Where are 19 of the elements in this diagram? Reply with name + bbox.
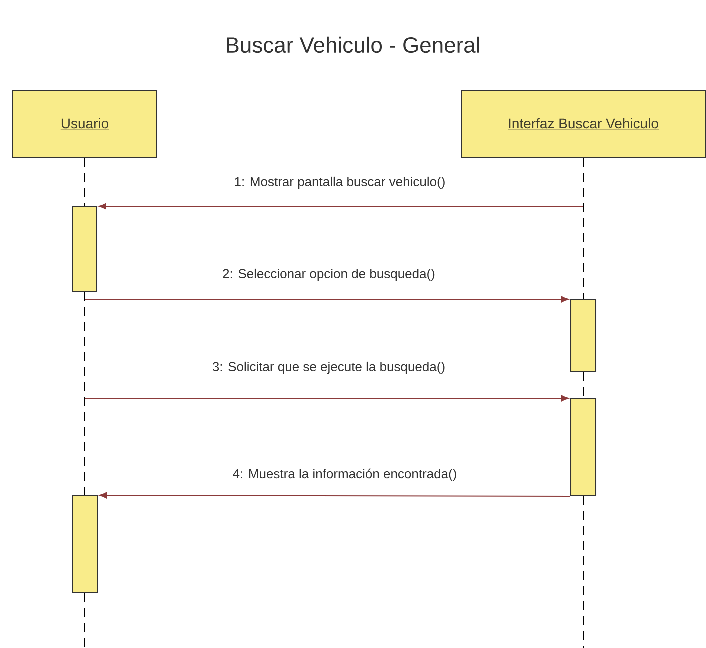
lifeline (84, 158, 86, 207)
title: Buscar Vehiculo - General (227, 36, 480, 54)
message-arrow (84, 296, 570, 303)
activation-bar (570, 398, 596, 496)
lifeline (84, 292, 86, 496)
edge-label: 4: Muestra la información encontrada() (232, 468, 458, 482)
participant-box: Usuario (12, 90, 158, 158)
lifeline (583, 372, 584, 399)
edge-label: 1: Mostrar pantalla buscar vehiculo() (233, 176, 447, 190)
message-arrow (100, 492, 571, 499)
activation-bar (570, 300, 596, 372)
participant-box: Interfaz Buscar Vehiculo (461, 90, 706, 158)
lifeline (583, 158, 584, 300)
edge-label: 3: Solicitar que se ejecute la busqueda() (211, 360, 447, 376)
message-arrow (84, 395, 570, 402)
activation-bar (72, 206, 98, 292)
activation-bar (72, 496, 98, 594)
edge-label: 2: Seleccionar opcion de busqueda() (222, 268, 436, 282)
message-arrow (99, 203, 584, 210)
